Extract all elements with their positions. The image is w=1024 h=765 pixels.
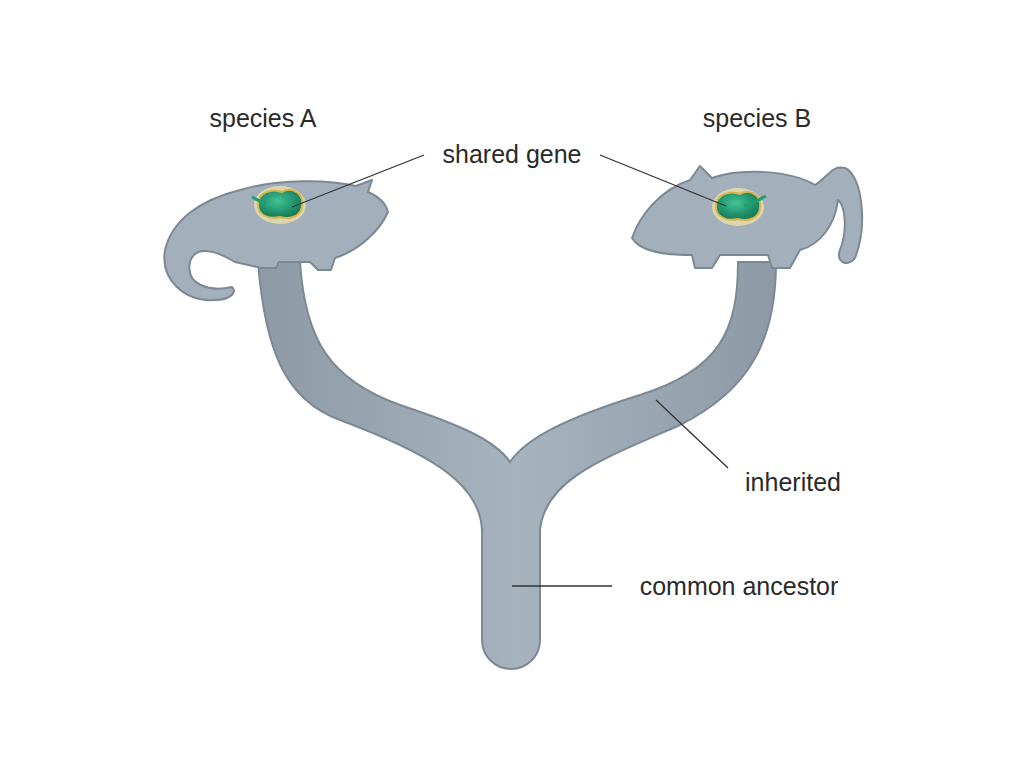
lineage-tree (258, 262, 776, 669)
species-a-silhouette (164, 180, 388, 300)
leader-line (656, 400, 728, 468)
leader-line (292, 155, 424, 207)
species-label: species B (703, 104, 811, 133)
leader-line (512, 585, 612, 586)
gene-symbol (712, 188, 766, 226)
ancestor-label: common ancestor (640, 572, 839, 601)
branch-label: inherited (745, 468, 841, 497)
leader-line (600, 155, 726, 206)
species-label: species A (209, 104, 316, 133)
gene-label: shared gene (442, 140, 581, 169)
